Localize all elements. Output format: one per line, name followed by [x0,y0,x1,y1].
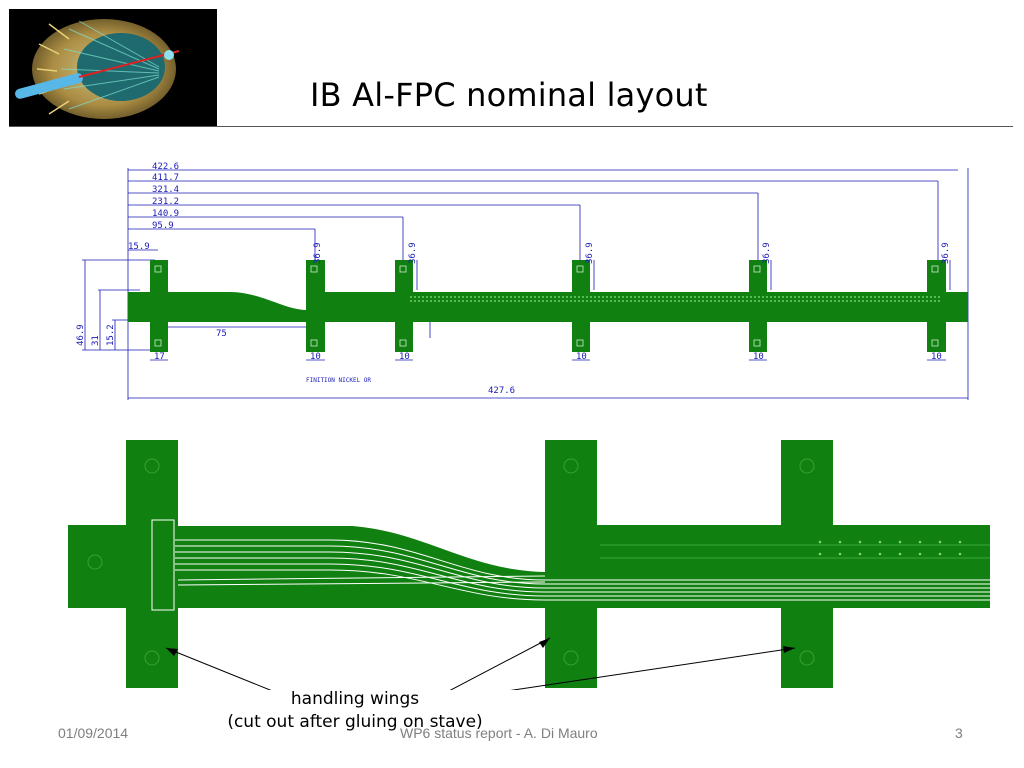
dim-label: 36.9 [762,242,772,264]
dim-label: 46.9 [76,324,86,346]
dim-label: 422.6 [152,162,179,172]
dim-label: 10 [753,352,764,362]
dim-label: 140.9 [152,209,179,219]
dim-label: 15.9 [128,242,150,252]
annotation-caption: handling wings (cut out after gluing on … [200,688,510,734]
dim-label: 231.2 [152,197,179,207]
dim-label: 36.9 [585,242,595,264]
technical-drawing: 422.6 411.7 321.4 231.2 140.9 95.9 15.9 … [70,160,980,415]
fpc-zoom-view [0,430,1024,699]
dim-label: 10 [931,352,942,362]
dim-label: 75 [216,329,227,339]
dim-label: 15.2 [106,324,116,346]
dim-label: 36.9 [408,242,418,264]
finish-note: FINITION NICKEL OR [306,377,371,384]
dim-label: 411.7 [152,173,179,183]
dim-label: 95.9 [152,221,174,231]
dim-label: 36.9 [313,242,323,264]
caption-line: (cut out after gluing on stave) [227,712,483,732]
caption-line: handling wings [290,689,420,709]
dim-label: 31 [91,335,101,346]
dim-label: 427.6 [488,386,515,396]
footer-title: WP6 status report - A. Di Mauro [400,725,598,741]
footer-page-number: 3 [955,725,963,741]
dim-label: 10 [310,352,321,362]
dim-label: 10 [576,352,587,362]
dim-label: 10 [399,352,410,362]
dim-label: 36.9 [941,242,951,264]
slide-title: IB Al-FPC nominal layout [310,76,708,114]
footer-date: 01/09/2014 [58,725,129,741]
title-divider [9,126,1013,127]
dim-label: 17 [154,352,165,362]
detector-logo-image [9,9,217,126]
dim-label: 321.4 [152,185,179,195]
